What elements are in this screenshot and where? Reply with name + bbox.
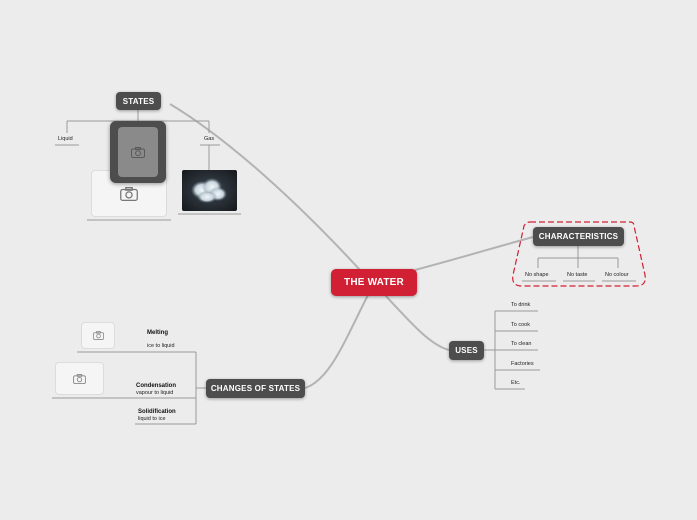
use-to-clean[interactable]: To clean bbox=[511, 341, 532, 347]
state-gas[interactable]: Gas bbox=[204, 136, 214, 142]
vapour-cloud-photo bbox=[182, 170, 237, 211]
characteristics-node[interactable]: CHARACTERISTICS bbox=[533, 227, 624, 246]
uses-node[interactable]: USES bbox=[449, 341, 484, 360]
connector-central-characteristics bbox=[415, 237, 533, 270]
characteristic-no-colour[interactable]: No colour bbox=[605, 272, 629, 278]
change-melting-detail: ice to liquid bbox=[147, 343, 175, 349]
uses-label: USES bbox=[455, 346, 478, 355]
changes-of-states-node[interactable]: CHANGES OF STATES bbox=[206, 379, 305, 398]
change-condensation-title[interactable]: Condensation bbox=[136, 383, 176, 389]
use-etc[interactable]: Etc. bbox=[511, 380, 520, 386]
use-to-cook[interactable]: To cook bbox=[511, 322, 530, 328]
characteristic-no-taste[interactable]: No taste bbox=[567, 272, 587, 278]
connector-central-changes bbox=[305, 295, 368, 388]
change-solidification-title[interactable]: Solidification bbox=[138, 409, 176, 415]
melting-image-placeholder[interactable] bbox=[81, 322, 115, 349]
solid-image-inner bbox=[118, 127, 158, 177]
states-label: STATES bbox=[123, 97, 155, 106]
characteristics-label: CHARACTERISTICS bbox=[539, 232, 618, 241]
change-condensation-detail: vapour to liquid bbox=[136, 390, 173, 396]
central-topic[interactable]: THE WATER bbox=[331, 269, 417, 296]
state-liquid[interactable]: Liquid bbox=[58, 136, 73, 142]
gas-image[interactable] bbox=[182, 170, 237, 211]
central-topic-label: THE WATER bbox=[344, 277, 404, 288]
characteristic-no-shape[interactable]: No shape bbox=[525, 272, 549, 278]
states-node[interactable]: STATES bbox=[116, 92, 161, 110]
camera-icon bbox=[93, 331, 104, 340]
camera-icon bbox=[131, 147, 145, 158]
change-solidification-detail: liquid to ice bbox=[138, 416, 166, 422]
use-to-drink[interactable]: To drink bbox=[511, 302, 530, 308]
camera-icon bbox=[73, 374, 86, 384]
changes-of-states-label: CHANGES OF STATES bbox=[211, 384, 300, 393]
use-factories[interactable]: Factories bbox=[511, 361, 534, 367]
condensation-image-placeholder[interactable] bbox=[55, 362, 104, 395]
connector-central-uses bbox=[385, 295, 449, 350]
solid-image-selected[interactable] bbox=[110, 121, 166, 183]
change-melting-title[interactable]: Melting bbox=[147, 330, 168, 336]
